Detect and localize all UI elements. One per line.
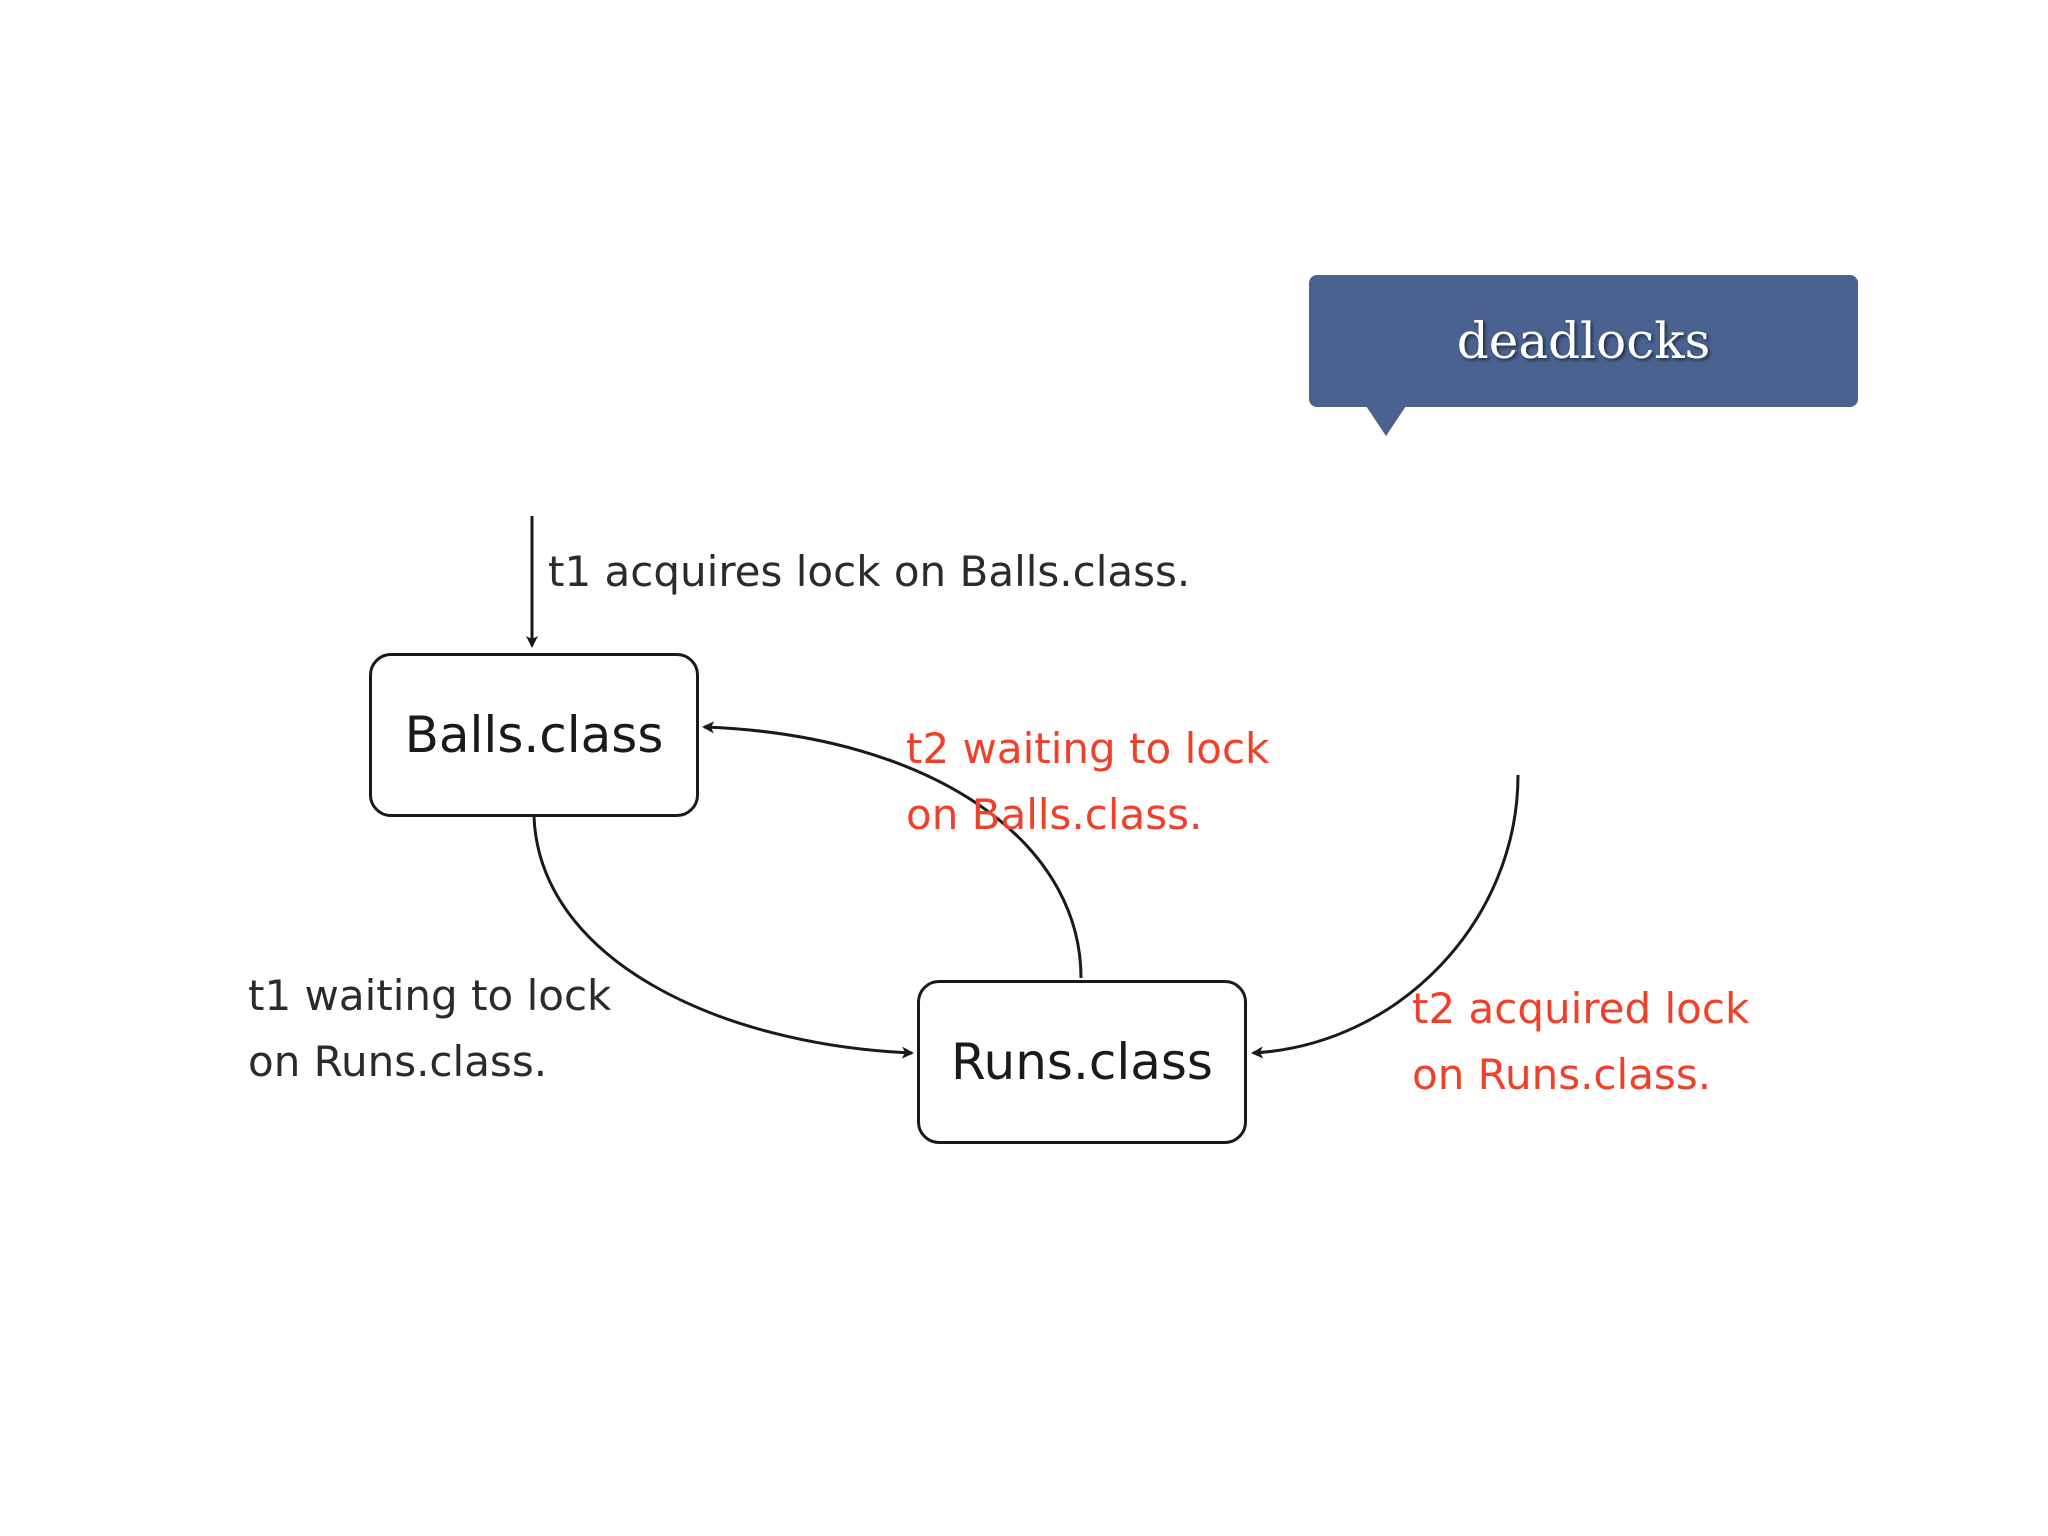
t1-wait-arrow [532,816,914,1059]
t2-acquired-line1: t2 acquired lock [1412,984,1750,1033]
t2-acquired-label: t2 acquired lock on Runs.class. [1412,976,1749,1108]
t2-waiting-label: t2 waiting to lock on Balls.class. [906,716,1269,848]
t1-waiting-label: t1 waiting to lock on Runs.class. [248,963,611,1095]
t2-acquired-line2: on Runs.class. [1412,1050,1712,1099]
balls-class-label: Balls.class [404,706,664,764]
t1-acquires-text: t1 acquires lock on Balls.class. [548,547,1191,596]
runs-class-node: Runs.class [917,980,1247,1144]
callout-tail [1366,406,1406,436]
t2-acquire-arrow [1251,774,1520,1059]
t2-waiting-line2: on Balls.class. [906,790,1203,839]
runs-class-label: Runs.class [951,1033,1213,1091]
deadlocks-callout: deadlocks [1309,275,1858,407]
callout-title: deadlocks [1456,312,1711,370]
t2-wait-arrow [702,721,1083,979]
t1-waiting-line1: t1 waiting to lock [248,971,612,1020]
t1-acquires-label: t1 acquires lock on Balls.class. [548,539,1190,605]
t2-waiting-line1: t2 waiting to lock [906,724,1270,773]
balls-class-node: Balls.class [369,653,699,817]
t1-waiting-line2: on Runs.class. [248,1037,548,1086]
